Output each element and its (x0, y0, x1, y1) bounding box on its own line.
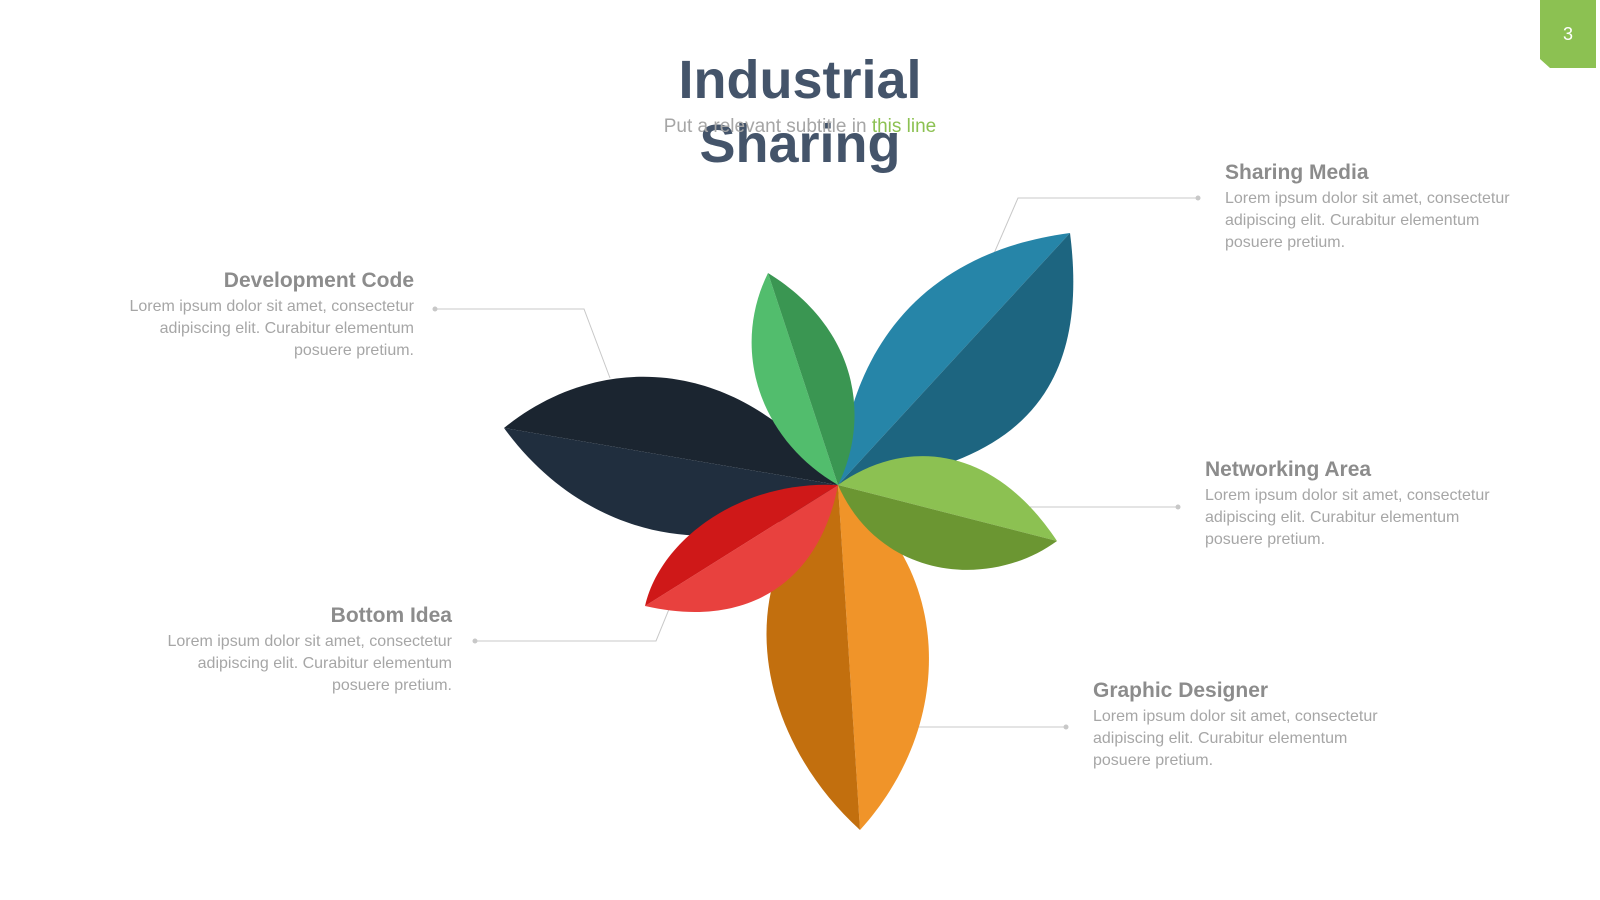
callout-text: Lorem ipsum dolor sit amet, consectetur … (129, 298, 414, 359)
callout-text: Lorem ipsum dolor sit amet, consectetur … (1205, 487, 1490, 548)
petal-networking-area (838, 456, 1057, 570)
callout-heading: Development Code (223, 269, 414, 292)
callout-sharing-media: Sharing Media Lorem ipsum dolor sit amet… (1225, 160, 1535, 254)
connector-dot-development-code (432, 306, 438, 312)
connector-sharing-media (988, 197, 1198, 266)
callout-networking-area: Networking Area Lorem ipsum dolor sit am… (1205, 457, 1515, 551)
callout-graphic-designer: Graphic Designer Lorem ipsum dolor sit a… (1093, 678, 1403, 772)
slide-subtitle: Put a relevant subtitle in this line (500, 116, 1100, 138)
connector-development-code (437, 308, 611, 379)
callout-bottom-idea: Bottom Idea Lorem ipsum dolor sit amet, … (142, 603, 452, 697)
connector-dot-graphic-designer (1063, 724, 1069, 730)
subtitle-text: Put a relevant subtitle in (663, 116, 872, 137)
petal-sharing-media (838, 233, 1074, 485)
connector-dot-sharing-media (1195, 195, 1201, 201)
callout-text: Lorem ipsum dolor sit amet, consectetur … (1225, 190, 1510, 251)
callout-development-code: Development Code Lorem ipsum dolor sit a… (104, 268, 414, 362)
connector-dot-bottom-idea (472, 638, 478, 644)
callout-heading: Sharing Media (1225, 161, 1369, 184)
petal-top-green (751, 273, 855, 485)
callout-heading: Graphic Designer (1093, 679, 1269, 702)
subtitle-highlight: this line (871, 116, 937, 137)
page-number-badge: 3 (1540, 0, 1596, 68)
slide-title: Industrial Sharing (678, 50, 922, 174)
callout-text: Lorem ipsum dolor sit amet, consectetur … (167, 633, 452, 694)
callout-heading: Networking Area (1205, 458, 1372, 481)
callout-heading: Bottom Idea (330, 604, 452, 627)
connector-dot-networking-area (1175, 504, 1181, 510)
petal-bottom-idea (645, 484, 838, 612)
callout-text: Lorem ipsum dolor sit amet, consectetur … (1093, 708, 1378, 769)
